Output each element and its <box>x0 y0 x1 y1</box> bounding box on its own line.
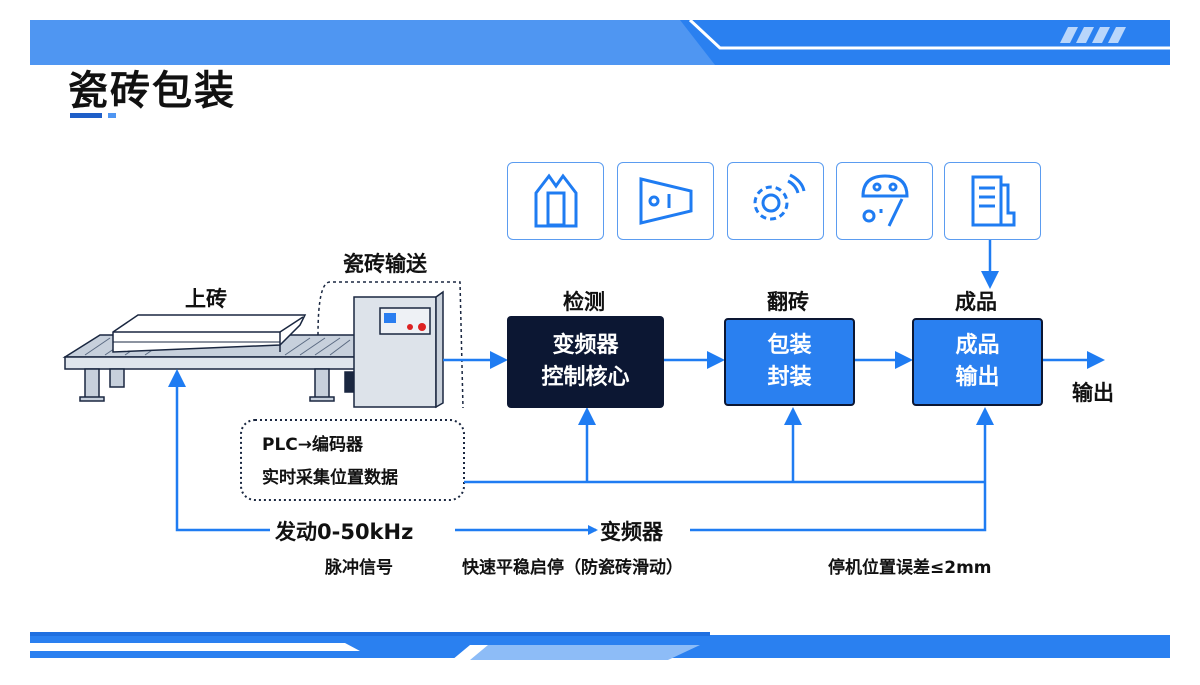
process-box-packaging: 包装 封装 <box>724 318 855 406</box>
control-cabinet <box>344 290 444 409</box>
plc-line1: PLC→编码器 <box>262 435 364 455</box>
process-heading-product: 成品 <box>955 290 997 314</box>
roller-conveyor <box>62 314 356 402</box>
tile-stack-icon <box>507 162 604 240</box>
process-box-inverter-core: 变频器 控制核心 <box>507 316 664 408</box>
process-line1: 变频器 <box>552 333 619 358</box>
plc-line2: 实时采集位置数据 <box>262 468 398 488</box>
sensor-icon <box>617 162 714 240</box>
gear-signal-icon <box>727 162 824 240</box>
output-label: 输出 <box>1072 381 1114 405</box>
cabinet-outline <box>317 281 464 409</box>
inverter-label: 变频器 <box>600 520 663 544</box>
process-heading-detect: 检测 <box>563 290 605 314</box>
document-icon <box>944 162 1041 240</box>
title-underline-dot <box>108 113 116 118</box>
header-band <box>30 18 1170 65</box>
soft-start-note: 快速平稳启停（防瓷砖滑动） <box>462 558 683 578</box>
process-line2: 输出 <box>955 365 1000 390</box>
process-line2: 控制核心 <box>541 365 630 390</box>
process-line1: 包装 <box>767 333 812 358</box>
loading-label: 上砖 <box>185 287 227 311</box>
page-title: 瓷砖包装 <box>68 68 236 114</box>
process-box-output: 成品 输出 <box>912 318 1043 406</box>
process-heading-flip: 翻砖 <box>767 290 809 314</box>
flow-arrows <box>168 240 1105 535</box>
process-line1: 成品 <box>955 333 1000 358</box>
robot-arm-icon <box>836 162 933 240</box>
footer-band <box>30 632 1170 660</box>
conveying-label: 瓷砖输送 <box>343 252 427 276</box>
pulse-signal-note: 脉冲信号 <box>325 558 393 578</box>
process-line2: 封装 <box>767 365 812 390</box>
drive-signal-label: 发动0-50kHz <box>275 520 414 544</box>
title-underline <box>70 113 102 118</box>
stop-accuracy-note: 停机位置误差≤2mm <box>828 558 992 578</box>
